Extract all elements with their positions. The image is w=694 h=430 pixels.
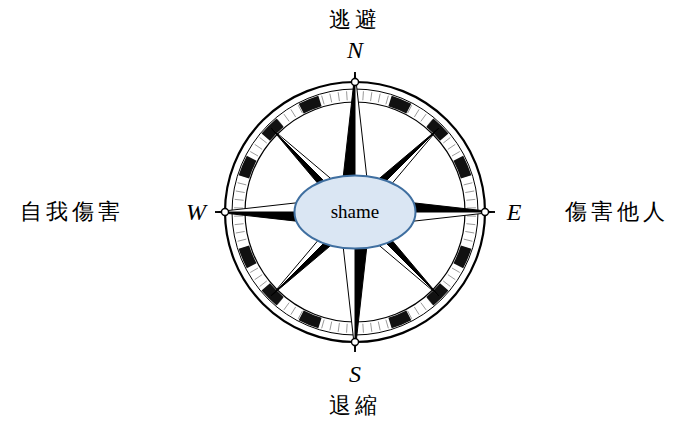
ring-tick [464, 239, 473, 241]
ring-tick [250, 268, 258, 273]
ring-tick [260, 138, 267, 144]
ring-tick [414, 109, 419, 117]
ellipse-shape [295, 176, 416, 249]
ring-segment [453, 245, 471, 268]
ring-segment [388, 96, 411, 114]
ring-tick [346, 324, 348, 333]
ring-tick [255, 144, 262, 149]
cardinal-knob [482, 209, 489, 216]
ring-tick [371, 92, 372, 101]
ring-segment [388, 310, 411, 328]
ring-tick [443, 281, 450, 287]
ring-tick [465, 191, 474, 193]
compass-letter: N [347, 36, 363, 65]
ring-tick [467, 215, 476, 216]
ring-tick [467, 207, 476, 208]
ring-tick [466, 199, 475, 201]
ring-tick [235, 199, 244, 201]
compass-star [215, 72, 495, 352]
direction-label: 傷害他人 [565, 199, 669, 225]
ring-tick [234, 207, 243, 208]
compass-letter: E [507, 198, 522, 227]
ring-tick [452, 268, 460, 273]
ring-tick [236, 231, 245, 233]
ring-tick [322, 96, 324, 105]
ring-tick [238, 239, 247, 241]
ring-tick [346, 91, 348, 100]
direction-label: 逃避 [329, 7, 381, 33]
ring-segment [239, 156, 257, 179]
ring-tick [371, 323, 372, 332]
ring-tick [284, 303, 289, 310]
ring-tick [452, 152, 460, 157]
ring-tick [414, 307, 419, 315]
ring-tick [386, 320, 388, 329]
direction-label: 自我傷害 [20, 199, 124, 225]
ring-tick [338, 92, 339, 101]
ring-tick [386, 96, 388, 105]
ring-tick [260, 281, 267, 287]
ring-tick [284, 114, 289, 121]
ring-tick [378, 322, 380, 331]
ring-tick [338, 323, 339, 332]
ring-tick [235, 223, 244, 225]
shame-ellipse: shame [293, 174, 417, 250]
cardinal-knob [352, 339, 359, 346]
node-label: shame [331, 201, 380, 223]
ring-tick [234, 215, 243, 216]
compass-letter: W [186, 198, 206, 227]
ring-segment [299, 310, 322, 328]
ring-tick [362, 91, 364, 100]
ring-tick [464, 183, 473, 185]
ring-tick [291, 109, 296, 117]
compass-letter: S [349, 360, 361, 389]
ring-tick [466, 223, 475, 225]
ring-segment [239, 245, 257, 268]
ring-tick [421, 114, 426, 121]
cardinal-knob [222, 209, 229, 216]
ring-tick [330, 94, 332, 103]
ring-tick [378, 94, 380, 103]
ring-tick [465, 231, 474, 233]
cardinal-knob [352, 79, 359, 86]
ring-tick [238, 183, 247, 185]
ring-tick [448, 144, 455, 149]
ring-tick [443, 138, 450, 144]
ring-tick [421, 303, 426, 310]
direction-label: 退縮 [329, 393, 381, 419]
ring-tick [255, 275, 262, 280]
ring-segment [299, 96, 322, 114]
ring-tick [362, 324, 364, 333]
ring-tick [448, 275, 455, 280]
ring-tick [250, 152, 258, 157]
ring-tick [322, 320, 324, 329]
ring-tick [236, 191, 245, 193]
ring-segment [453, 156, 471, 179]
ring-tick [291, 307, 296, 315]
ring-tick [330, 322, 332, 331]
